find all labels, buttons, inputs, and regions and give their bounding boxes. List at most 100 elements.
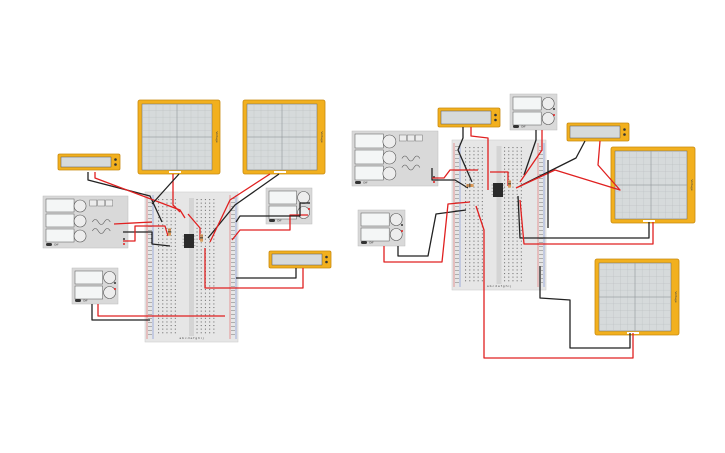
breadboard-hole[interactable] bbox=[481, 186, 483, 188]
breadboard-hole[interactable] bbox=[481, 179, 483, 181]
rail-hole[interactable] bbox=[457, 162, 459, 163]
breadboard-hole[interactable] bbox=[465, 262, 467, 264]
breadboard-hole[interactable] bbox=[504, 229, 506, 231]
breadboard-hole[interactable] bbox=[174, 249, 176, 251]
breadboard-hole[interactable] bbox=[508, 244, 510, 246]
rail-hole[interactable] bbox=[148, 334, 150, 335]
breadboard-hole[interactable] bbox=[465, 154, 467, 156]
breadboard-hole[interactable] bbox=[166, 260, 168, 262]
rail-hole[interactable] bbox=[539, 254, 541, 255]
breadboard-hole[interactable] bbox=[516, 237, 518, 239]
rail-hole[interactable] bbox=[455, 158, 457, 159]
breadboard-hole[interactable] bbox=[473, 276, 475, 278]
rail-hole[interactable] bbox=[539, 146, 541, 147]
wire-black[interactable] bbox=[236, 268, 297, 279]
breadboard-hole[interactable] bbox=[209, 199, 211, 201]
rail-hole[interactable] bbox=[541, 190, 543, 191]
right-resistor[interactable] bbox=[466, 184, 474, 187]
breadboard-hole[interactable] bbox=[520, 265, 522, 267]
breadboard-hole[interactable] bbox=[469, 190, 471, 192]
rail-hole[interactable] bbox=[539, 150, 541, 151]
rail-hole[interactable] bbox=[457, 274, 459, 275]
breadboard-hole[interactable] bbox=[162, 238, 164, 240]
breadboard-hole[interactable] bbox=[469, 147, 471, 149]
breadboard-hole[interactable] bbox=[170, 274, 172, 276]
oscilloscope-input-port[interactable] bbox=[169, 171, 181, 173]
breadboard-hole[interactable] bbox=[196, 289, 198, 291]
breadboard-hole[interactable] bbox=[162, 299, 164, 301]
breadboard-hole[interactable] bbox=[516, 193, 518, 195]
breadboard-hole[interactable] bbox=[204, 235, 206, 237]
generator-knob[interactable] bbox=[382, 166, 397, 181]
breadboard-hole[interactable] bbox=[473, 175, 475, 177]
breadboard-hole[interactable] bbox=[174, 199, 176, 201]
breadboard-hole[interactable] bbox=[200, 224, 202, 226]
breadboard-hole[interactable] bbox=[213, 224, 215, 226]
breadboard-hole[interactable] bbox=[170, 267, 172, 269]
rail-hole[interactable] bbox=[541, 210, 543, 211]
breadboard-hole[interactable] bbox=[465, 276, 467, 278]
breadboard-hole[interactable] bbox=[473, 204, 475, 206]
breadboard-hole[interactable] bbox=[516, 226, 518, 228]
rail-hole[interactable] bbox=[233, 226, 235, 227]
power-terminal[interactable] bbox=[401, 224, 403, 226]
breadboard-hole[interactable] bbox=[481, 273, 483, 275]
breadboard-hole[interactable] bbox=[158, 278, 160, 280]
breadboard-hole[interactable] bbox=[196, 217, 198, 219]
rail-hole[interactable] bbox=[233, 242, 235, 243]
rail-hole[interactable] bbox=[539, 222, 541, 223]
breadboard-hole[interactable] bbox=[473, 269, 475, 271]
breadboard-hole[interactable] bbox=[481, 219, 483, 221]
breadboard-hole[interactable] bbox=[200, 253, 202, 255]
rail-hole[interactable] bbox=[539, 194, 541, 195]
breadboard-hole[interactable] bbox=[504, 219, 506, 221]
rail-hole[interactable] bbox=[148, 330, 150, 331]
rail-hole[interactable] bbox=[150, 262, 152, 263]
breadboard-hole[interactable] bbox=[200, 321, 202, 323]
breadboard-hole[interactable] bbox=[516, 168, 518, 170]
breadboard-hole[interactable] bbox=[512, 193, 514, 195]
breadboard-hole[interactable] bbox=[512, 222, 514, 224]
rail-hole[interactable] bbox=[233, 262, 235, 263]
breadboard-hole[interactable] bbox=[158, 307, 160, 309]
rail-hole[interactable] bbox=[231, 290, 233, 291]
breadboard-hole[interactable] bbox=[209, 242, 211, 244]
breadboard-hole[interactable] bbox=[520, 190, 522, 192]
wire-red[interactable] bbox=[475, 205, 634, 359]
breadboard-hole[interactable] bbox=[516, 208, 518, 210]
breadboard-hole[interactable] bbox=[170, 328, 172, 330]
breadboard-hole[interactable] bbox=[158, 242, 160, 244]
power-supply-knob[interactable] bbox=[297, 191, 310, 204]
breadboard-hole[interactable] bbox=[512, 247, 514, 249]
rail-hole[interactable] bbox=[148, 254, 150, 255]
breadboard-hole[interactable] bbox=[504, 183, 506, 185]
breadboard-hole[interactable] bbox=[512, 255, 514, 257]
breadboard-hole[interactable] bbox=[508, 265, 510, 267]
breadboard-hole[interactable] bbox=[174, 213, 176, 215]
breadboard-hole[interactable] bbox=[512, 265, 514, 267]
breadboard-hole[interactable] bbox=[174, 310, 176, 312]
breadboard-hole[interactable] bbox=[170, 213, 172, 215]
breadboard-hole[interactable] bbox=[516, 150, 518, 152]
breadboard-hole[interactable] bbox=[170, 296, 172, 298]
breadboard-hole[interactable] bbox=[209, 307, 211, 309]
rail-hole[interactable] bbox=[541, 186, 543, 187]
rail-hole[interactable] bbox=[233, 330, 235, 331]
breadboard-hole[interactable] bbox=[158, 314, 160, 316]
breadboard-hole[interactable] bbox=[473, 165, 475, 167]
breadboard-hole[interactable] bbox=[200, 249, 202, 251]
breadboard-hole[interactable] bbox=[200, 213, 202, 215]
breadboard-hole[interactable] bbox=[196, 321, 198, 323]
breadboard-hole[interactable] bbox=[162, 271, 164, 273]
generator-knob[interactable] bbox=[73, 214, 87, 228]
rail-hole[interactable] bbox=[148, 234, 150, 235]
breadboard-hole[interactable] bbox=[213, 231, 215, 233]
breadboard-hole[interactable] bbox=[465, 197, 467, 199]
rail-hole[interactable] bbox=[231, 234, 233, 235]
breadboard-hole[interactable] bbox=[520, 222, 522, 224]
power-supply-knob[interactable] bbox=[103, 286, 116, 299]
breadboard-hole[interactable] bbox=[516, 240, 518, 242]
breadboard-hole[interactable] bbox=[166, 256, 168, 258]
breadboard-hole[interactable] bbox=[196, 325, 198, 327]
breadboard-hole[interactable] bbox=[196, 328, 198, 330]
